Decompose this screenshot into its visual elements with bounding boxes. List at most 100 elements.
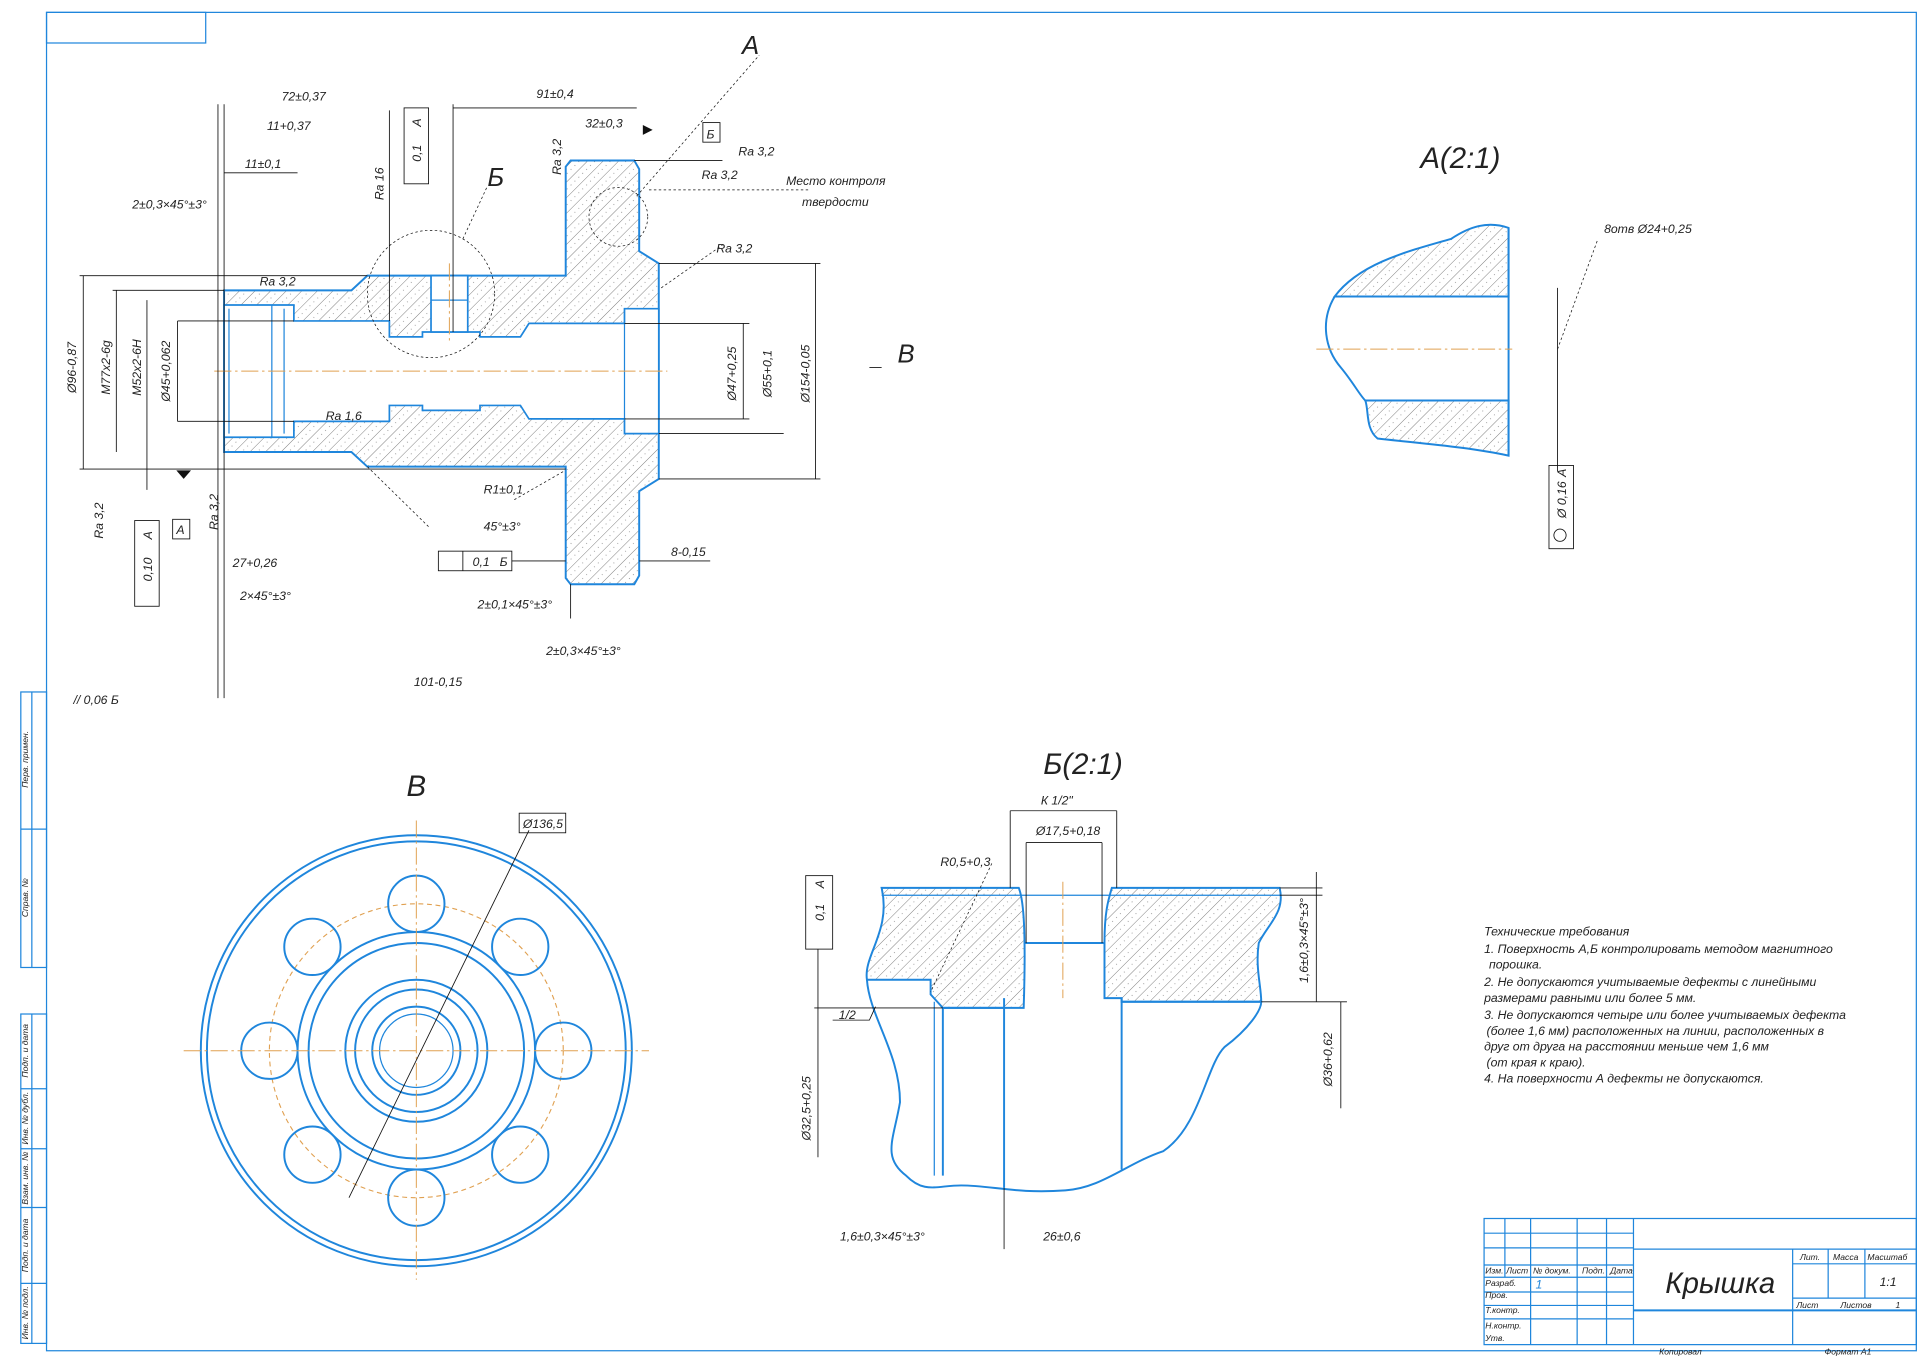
format-label: Формат А1 — [1824, 1346, 1871, 1356]
dimension-label: Ø47+0,25 — [725, 346, 739, 401]
roughness-label: Ra 3,2 — [92, 502, 106, 538]
dimension-label: 26±0,6 — [1042, 1230, 1081, 1244]
tolerance-datum: А — [813, 880, 827, 889]
col-doc: № докум. — [1533, 1266, 1571, 1276]
dimension-label: 91±0,4 — [536, 87, 574, 101]
position-tolerance: Ø 0,16 — [1555, 481, 1569, 519]
tolerance-value: 0,1 — [473, 555, 490, 569]
roughness-label: Ra 3,2 — [260, 274, 296, 288]
tolerance-value: 0,1 — [410, 145, 424, 162]
tech-req-line: 1. Поверхность А,Б контролировать методо… — [1484, 942, 1833, 956]
roughness-label: Ra 1,6 — [326, 409, 362, 423]
dimension-label: Ø36+0,62 — [1321, 1032, 1335, 1087]
view-a-title: А(2:1) — [1418, 142, 1500, 175]
stamp-label: Взам. инв. № — [20, 1152, 30, 1205]
main-section-view: 72±0,37 11+0,37 11±0,1 2±0,3×45°±3° Ra 1… — [65, 32, 915, 707]
col-list: Лист — [1505, 1266, 1528, 1276]
dimension-label: Ø55+0,1 — [760, 350, 774, 398]
dimension-label: 2±0,3×45°±3° — [545, 644, 621, 658]
dimension-label: 101-0,15 — [414, 675, 462, 689]
roughness-label: Ra 3,2 — [702, 168, 738, 182]
row-approve: Утв. — [1484, 1333, 1504, 1343]
roughness-label: 1/2 — [839, 1008, 856, 1022]
dimension-label: 72±0,37 — [282, 90, 327, 104]
developer-mark: 1 — [1536, 1277, 1543, 1291]
row-ncontrol: Н.контр. — [1485, 1321, 1521, 1331]
dimension-label: R1±0,1 — [484, 483, 523, 497]
stamp-label: Подп. и дата — [20, 1024, 30, 1078]
view-a-detail: А(2:1) 8отв Ø24+0,25 Ø 0,16 А — [1316, 142, 1692, 550]
stamp-label: Инв. № подл. — [20, 1286, 30, 1339]
sheets-count: 1 — [1896, 1300, 1901, 1310]
dimension-label: R0,5+0,3 — [940, 855, 990, 869]
mass-label: Масса — [1833, 1252, 1859, 1262]
datum-label: Б — [707, 128, 715, 142]
side-stamp: Перв. примен. Справ. № Подп. и дата Инв.… — [20, 691, 48, 1345]
tech-req-line: 4. На поверхности А дефекты не допускают… — [1484, 1072, 1764, 1086]
stamp-label: Инв. № дубл. — [20, 1092, 30, 1145]
datum-label: А — [1555, 469, 1569, 478]
view-marker-v: В — [898, 341, 915, 369]
holes-note: 8отв Ø24+0,25 — [1604, 222, 1692, 236]
dimension-label: 45°±3° — [484, 519, 521, 533]
stamp-label: Подп. и дата — [20, 1218, 30, 1272]
copied-label: Копировал — [1659, 1346, 1702, 1356]
datum-label: А — [175, 523, 184, 537]
scale-value: 1:1 — [1880, 1275, 1897, 1289]
dimension-label: Ø96-0,87 — [65, 341, 79, 394]
dimension-label: 32±0,3 — [585, 116, 623, 130]
tech-req-line: друг от друга на расстоянии меньше чем 1… — [1484, 1040, 1769, 1054]
view-v: В Ø136,5 — [183, 770, 649, 1280]
tech-req-line: 3. Не допускаются четыре или более учиты… — [1484, 1008, 1846, 1022]
position-icon — [1553, 528, 1567, 542]
detail-marker-a: А — [740, 32, 759, 60]
tolerance-datum: А — [410, 118, 424, 127]
note-label: твердости — [802, 195, 869, 209]
view-v-title: В — [407, 770, 427, 803]
view-b-detail: Б(2:1) К 1/2" Ø17,5+0,18 R0,5+0,3 0,1 — [800, 748, 1347, 1250]
detail-marker-b: Б — [487, 164, 504, 192]
tech-req-line: (от края к краю). — [1487, 1056, 1586, 1070]
bolt-hole — [491, 917, 550, 976]
stamp-label: Справ. № — [20, 878, 30, 917]
dimension-label: 2×45°±3° — [239, 589, 291, 603]
roughness-label: Ra 3,2 — [738, 145, 774, 159]
dimension-label: 2±0,3×45°±3° — [131, 197, 207, 211]
sheet-frame — [45, 11, 1917, 1352]
row-tcontrol: Т.контр. — [1485, 1305, 1520, 1315]
dimension-label: 8-0,15 — [671, 545, 706, 559]
roughness-label: Ra 3,2 — [207, 494, 221, 530]
lit-label: Лит. — [1799, 1252, 1820, 1262]
stamp-label: Перв. примен. — [20, 731, 30, 788]
sheet-label: Лист — [1795, 1300, 1818, 1310]
tech-req-line: размерами равными или более 5 мм. — [1483, 991, 1696, 1005]
dimension-label: M52x2-6H — [130, 339, 144, 396]
tech-req-line: порошка. — [1489, 958, 1542, 972]
dimension-label: 1,6±0,3×45°±3° — [1297, 898, 1311, 983]
part-name: Крышка — [1665, 1267, 1775, 1300]
technical-requirements: Технические требования 1. Поверхность А,… — [1483, 925, 1846, 1086]
tolerance-datum: Б — [500, 555, 508, 569]
bolt-hole — [491, 1125, 550, 1184]
dimension-label: Ø17,5+0,18 — [1035, 824, 1100, 838]
roughness-label: Ra 3,2 — [716, 241, 752, 255]
roughness-label: Ra 16 — [372, 167, 386, 200]
dimension-label: 11±0,1 — [245, 157, 281, 171]
bolt-hole — [283, 1125, 342, 1184]
sheets-label: Листов — [1839, 1300, 1872, 1310]
dimension-label: 1,6±0,3×45°±3° — [840, 1230, 925, 1244]
tolerance-datum: А — [141, 531, 155, 540]
dimension-label: Ø45+0,062 — [159, 341, 173, 403]
dimension-label: 2±0,1×45°±3° — [477, 598, 553, 612]
col-izm: Изм. — [1485, 1266, 1503, 1276]
row-dev: Разраб. — [1485, 1278, 1516, 1288]
scale-label: Масштаб — [1867, 1252, 1908, 1262]
dimension-label: Ø32,5+0,25 — [800, 1076, 814, 1141]
title-block: Крышка Лит. Масса Масштаб 1:1 Лист Листо… — [1483, 1217, 1917, 1356]
dimension-label: 11+0,37 — [267, 119, 312, 133]
bolt-hole — [283, 917, 342, 976]
tolerance-value: 0,1 — [813, 904, 827, 921]
col-sign: Подп. — [1582, 1266, 1605, 1276]
view-b-title: Б(2:1) — [1043, 748, 1123, 781]
